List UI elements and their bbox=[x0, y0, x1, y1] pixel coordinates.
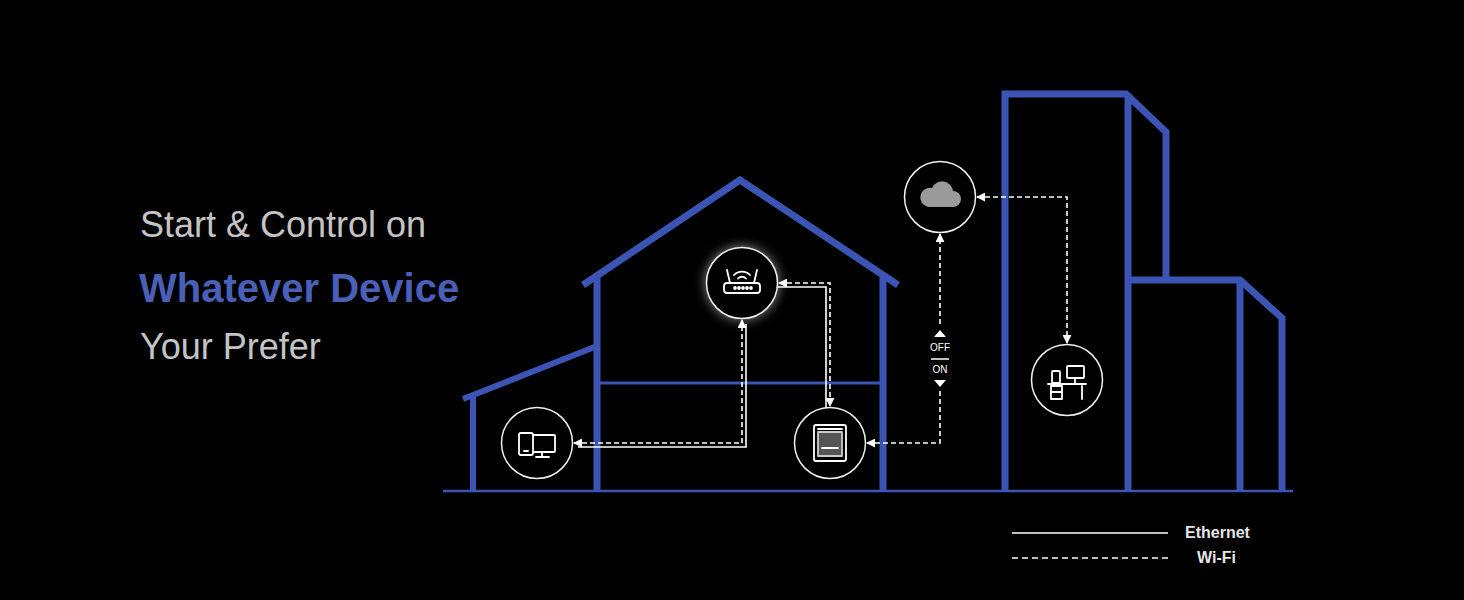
toggle-arrow-up bbox=[934, 330, 946, 337]
icon-part bbox=[727, 270, 730, 283]
icon-symbol bbox=[1048, 366, 1086, 399]
icon-graphic bbox=[500, 406, 574, 480]
icon-part bbox=[724, 283, 760, 293]
icon-part bbox=[536, 456, 549, 458]
icon-part bbox=[920, 181, 961, 207]
icon-part bbox=[738, 287, 740, 289]
icon-ring bbox=[905, 162, 976, 233]
house-floor bbox=[597, 382, 883, 385]
heading-line: Start & Control on bbox=[140, 207, 426, 243]
devices-icon-circle bbox=[500, 406, 574, 480]
toggle-arrow-down bbox=[934, 380, 946, 387]
cloud-icon-circle bbox=[903, 160, 977, 234]
icon-part bbox=[1067, 366, 1084, 378]
wifi-line bbox=[977, 197, 1067, 343]
legend-sample bbox=[1012, 530, 1168, 536]
icon-part bbox=[1081, 386, 1083, 399]
icon-part bbox=[519, 433, 533, 455]
legend-text: Ethernet bbox=[1185, 525, 1250, 541]
network-connector bbox=[574, 320, 746, 447]
annex-roof bbox=[463, 346, 597, 399]
icon-part bbox=[1048, 383, 1086, 385]
legend-line bbox=[1012, 532, 1168, 534]
icon-part bbox=[524, 450, 528, 452]
network-connector bbox=[775, 283, 830, 410]
icon-part bbox=[734, 272, 750, 275]
icon-part bbox=[818, 428, 842, 430]
icon-ring bbox=[795, 408, 866, 479]
tower-edge bbox=[1125, 94, 1132, 491]
icon-graphic bbox=[903, 160, 977, 234]
icon-symbol bbox=[814, 425, 846, 461]
icon-part bbox=[742, 287, 744, 289]
icon-part bbox=[818, 432, 842, 456]
icon-part bbox=[814, 425, 846, 461]
icon-graphic bbox=[793, 406, 867, 480]
network-connector bbox=[977, 197, 1067, 343]
icon-graphic bbox=[1030, 343, 1104, 417]
wifi-line bbox=[574, 320, 742, 443]
legend-line bbox=[1012, 557, 1168, 559]
icon-part bbox=[738, 277, 746, 279]
icon-part bbox=[1074, 378, 1076, 383]
buildings bbox=[443, 94, 1293, 491]
ethernet-line bbox=[578, 324, 746, 447]
icon-part bbox=[1052, 371, 1060, 383]
icon-ring bbox=[502, 408, 573, 479]
icon-part bbox=[734, 287, 736, 289]
wifi-line bbox=[779, 283, 830, 406]
icon-graphic bbox=[705, 246, 779, 320]
icon-symbol bbox=[724, 270, 760, 293]
icon-ring bbox=[1032, 345, 1103, 416]
legend-sample bbox=[1012, 555, 1168, 561]
heading-highlight: Whatever Device bbox=[139, 268, 459, 308]
ethernet-line bbox=[775, 287, 826, 410]
block-outline bbox=[1128, 280, 1282, 491]
printer-icon-circle bbox=[793, 406, 867, 480]
icon-part bbox=[750, 287, 752, 289]
heading-line: Your Prefer bbox=[140, 329, 321, 365]
block-edge bbox=[1237, 280, 1244, 491]
icon-part bbox=[1051, 391, 1062, 393]
ground-line bbox=[443, 490, 1293, 493]
switch-label: ON bbox=[933, 365, 948, 375]
router-icon-circle bbox=[705, 246, 779, 320]
annex-wall bbox=[470, 395, 476, 491]
tower-outline bbox=[1005, 94, 1166, 491]
toggle-background bbox=[922, 327, 958, 388]
icon-part bbox=[754, 270, 757, 283]
toggle-divider bbox=[931, 358, 949, 360]
icon-symbol bbox=[519, 433, 555, 457]
icon-ring bbox=[707, 248, 778, 319]
icon-part bbox=[746, 287, 748, 289]
office-icon-circle bbox=[1030, 343, 1104, 417]
legend-text: Wi-Fi bbox=[1197, 550, 1236, 566]
icon-part bbox=[1051, 386, 1062, 399]
icon-part bbox=[822, 447, 838, 449]
icon-symbol bbox=[920, 181, 961, 207]
switch-label: OFF bbox=[930, 343, 950, 353]
